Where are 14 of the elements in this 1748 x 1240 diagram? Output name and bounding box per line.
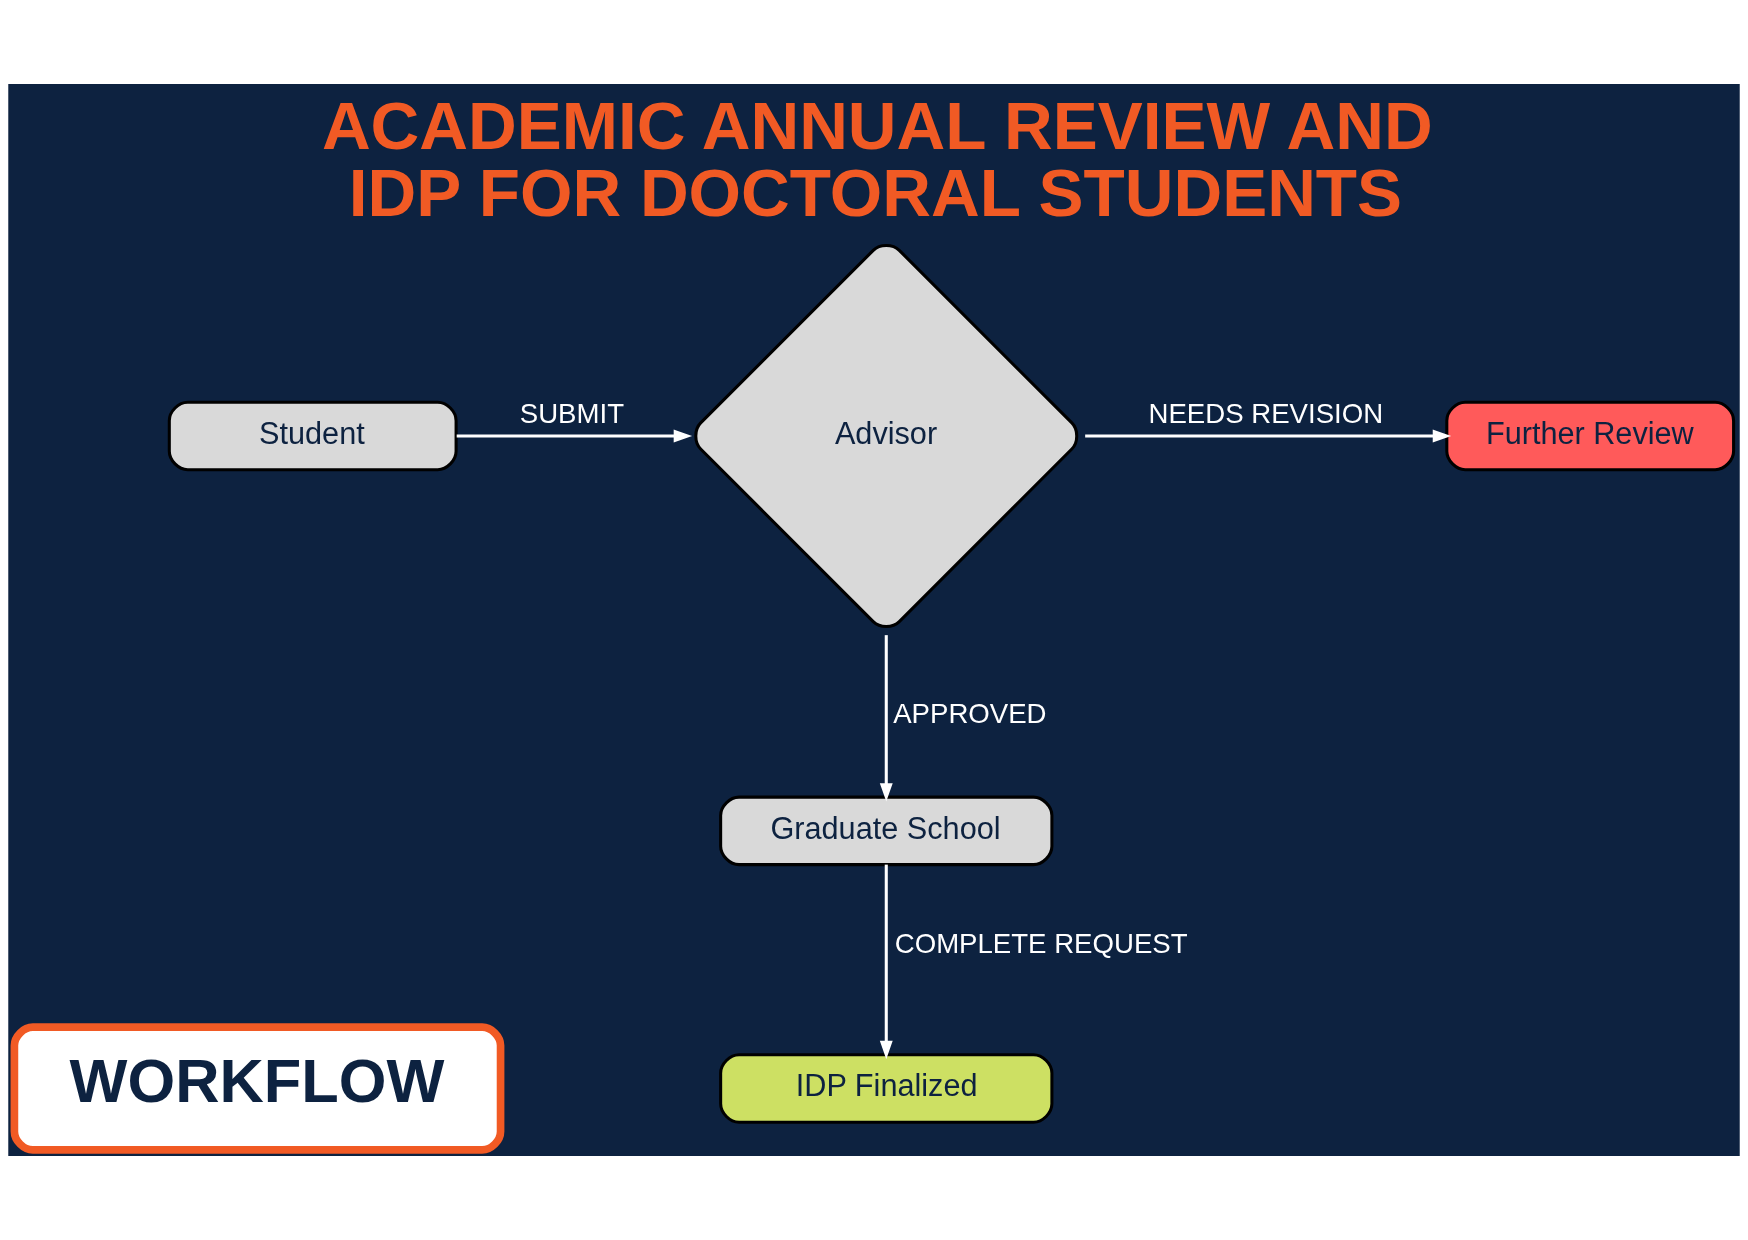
node-box: IDP Finalized: [719, 1053, 1054, 1124]
edge-label: COMPLETE REQUEST: [894, 927, 1188, 959]
arrow: [456, 429, 693, 443]
arrow: [1085, 429, 1452, 443]
arrow: [879, 864, 893, 1060]
edge-label: NEEDS REVISION: [1148, 397, 1384, 429]
edge-label: APPROVED: [893, 697, 1047, 729]
diagram-title: ACADEMIC ANNUAL REVIEW AND IDP FOR DOCTORAL STUDENTS: [321, 87, 1433, 231]
node-box: Graduate School: [719, 795, 1054, 867]
edge-label: SUBMIT: [519, 397, 624, 429]
node-box: Further Review: [1445, 400, 1736, 472]
node-box: WORKFLOW: [10, 1023, 505, 1154]
arrow: [879, 635, 893, 802]
node-box: Student: [167, 400, 458, 472]
